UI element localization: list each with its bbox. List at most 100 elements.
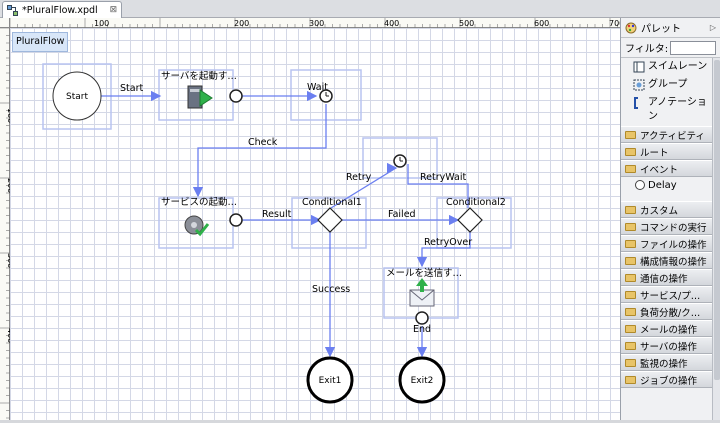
scrollbar-thumb[interactable] — [714, 60, 720, 380]
exit1-node[interactable]: Exit1 — [306, 356, 354, 404]
drawer-monitor[interactable]: 監視の操作 — [621, 354, 720, 371]
service-start-activity[interactable]: サービスの起動… — [161, 197, 243, 237]
drawer-label: イベント — [640, 164, 679, 176]
drawer-loadbalance[interactable]: 負荷分散/ク… — [621, 303, 720, 320]
activity-label: サーバを起動す… — [161, 71, 237, 82]
ruler-tick-label: 100 — [94, 19, 109, 28]
palette-scrollbar[interactable] — [712, 58, 720, 420]
drawer-job[interactable]: ジョブの操作 — [621, 371, 720, 388]
collapse-arrow-icon[interactable]: ▷ — [709, 23, 716, 32]
edge-label-result: Result — [262, 209, 292, 220]
ruler-tick-label: 200 — [234, 19, 249, 28]
flow-file-icon — [7, 4, 18, 16]
retry-timer[interactable] — [393, 154, 407, 168]
palette-filter: フィルタ: — [621, 38, 720, 58]
tool-label: Delay — [648, 179, 677, 191]
end-event[interactable] — [415, 311, 429, 325]
tool-label: アノテーション — [648, 97, 707, 122]
drawer-label: ファイルの操作 — [640, 239, 707, 251]
drawer-mail[interactable]: メールの操作 — [621, 320, 720, 337]
start-node[interactable]: Start — [52, 71, 102, 121]
edge-label-retryover: RetryOver — [424, 237, 472, 248]
drawer-communication[interactable]: 通信の操作 — [621, 269, 720, 286]
drawer-custom[interactable]: カスタム — [621, 201, 720, 218]
group-icon — [633, 79, 645, 91]
close-icon[interactable]: ⊠ — [109, 5, 118, 15]
exit-label: Exit1 — [319, 376, 342, 386]
vertical-ruler: 100 200 300 400 — [0, 27, 15, 420]
horizontal-ruler: 100 200 300 400 500 600 700 — [9, 18, 624, 28]
folder-icon — [625, 222, 636, 231]
palette-title: パレット — [641, 24, 681, 35]
drawer-label: 負荷分散/ク… — [640, 307, 701, 319]
swimlane-icon — [633, 61, 645, 73]
gateway-label: Conditional2 — [446, 197, 506, 208]
folder-icon — [625, 130, 636, 139]
folder-icon — [625, 341, 636, 350]
drawer-label: ルート — [640, 147, 669, 159]
diagram-canvas[interactable]: PluralFlow — [10, 28, 620, 420]
tool-label: グループ — [648, 79, 688, 90]
folder-icon — [625, 358, 636, 367]
drawer-label: 通信の操作 — [640, 273, 688, 285]
editor-tab[interactable]: *PluralFlow.xpdl ⊠ — [2, 1, 122, 18]
folder-icon — [625, 147, 636, 156]
conditional1-gateway[interactable]: Conditional1 — [302, 197, 362, 233]
folder-icon — [625, 273, 636, 282]
editor-tabbar: *PluralFlow.xpdl ⊠ — [0, 0, 720, 18]
palette-header: パレット ▷ — [621, 18, 720, 38]
drawer-server[interactable]: サーバの操作 — [621, 337, 720, 354]
tool-group[interactable]: グループ — [621, 76, 720, 94]
folder-icon — [625, 375, 636, 384]
wait-node[interactable]: Wait — [307, 82, 333, 103]
activity-label: サービスの起動… — [161, 197, 237, 208]
tool-swimlane[interactable]: スイムレーン — [621, 58, 720, 76]
exit-label: Exit2 — [411, 376, 434, 386]
edge-retrywait[interactable] — [407, 164, 469, 208]
edge-check[interactable] — [192, 104, 327, 198]
edge-label-retry: Retry — [346, 172, 372, 183]
drawer-label: サーバの操作 — [640, 341, 697, 353]
gateway-label: Conditional1 — [302, 197, 362, 208]
drawer-config[interactable]: 構成情報の操作 — [621, 252, 720, 269]
annotation-icon — [634, 97, 638, 109]
ruler-tick-label: 700 — [609, 19, 620, 28]
folder-icon — [625, 239, 636, 248]
start-node-label: Start — [66, 92, 88, 102]
drawer-command[interactable]: コマンドの実行 — [621, 218, 720, 235]
ruler-tick-label: 600 — [534, 19, 549, 28]
palette-icon — [625, 22, 637, 33]
folder-icon — [625, 324, 636, 333]
flow-diagram: Start Start サーバを起動す… Wait Check サービスの起動… — [42, 63, 512, 404]
tool-delay[interactable]: Delay — [621, 177, 720, 193]
ruler-tick-label: 300 — [309, 19, 324, 28]
drawer-event[interactable]: イベント — [621, 160, 720, 177]
swimlane-label[interactable]: PluralFlow — [12, 32, 69, 52]
edge-retry[interactable] — [330, 167, 398, 209]
conditional2-gateway[interactable]: Conditional2 — [446, 197, 506, 233]
drawer-activity[interactable]: アクティビティ — [621, 126, 720, 143]
drawer-route[interactable]: ルート — [621, 143, 720, 160]
drawer-label: アクティビティ — [640, 130, 705, 142]
wait-label: Wait — [307, 82, 328, 93]
drawer-label: 監視の操作 — [640, 358, 688, 370]
palette-panel: パレット ▷ フィルタ: スイムレーン グループ アノテーション アクティビティ… — [620, 18, 720, 420]
drawer-service[interactable]: サービス/プ… — [621, 286, 720, 303]
ruler-tick-label: 500 — [459, 19, 474, 28]
selection-frames — [42, 63, 512, 319]
edge-label-check: Check — [248, 137, 278, 148]
tool-annotation[interactable]: アノテーション — [621, 94, 720, 126]
send-mail-activity[interactable]: メールを送信す… End — [386, 267, 462, 335]
intermediate-event[interactable] — [229, 89, 243, 103]
filter-input[interactable] — [670, 40, 717, 55]
edge-retryover[interactable] — [416, 232, 471, 268]
intermediate-event[interactable] — [229, 213, 243, 227]
activity-label: メールを送信す… — [386, 267, 462, 279]
folder-icon — [625, 205, 636, 214]
server-start-activity[interactable]: サーバを起動す… — [161, 71, 243, 109]
ruler-corner — [0, 18, 10, 28]
folder-open-icon — [625, 164, 636, 173]
exit2-node[interactable]: Exit2 — [398, 356, 446, 404]
drawer-label: メールの操作 — [640, 324, 698, 336]
drawer-file[interactable]: ファイルの操作 — [621, 235, 720, 252]
